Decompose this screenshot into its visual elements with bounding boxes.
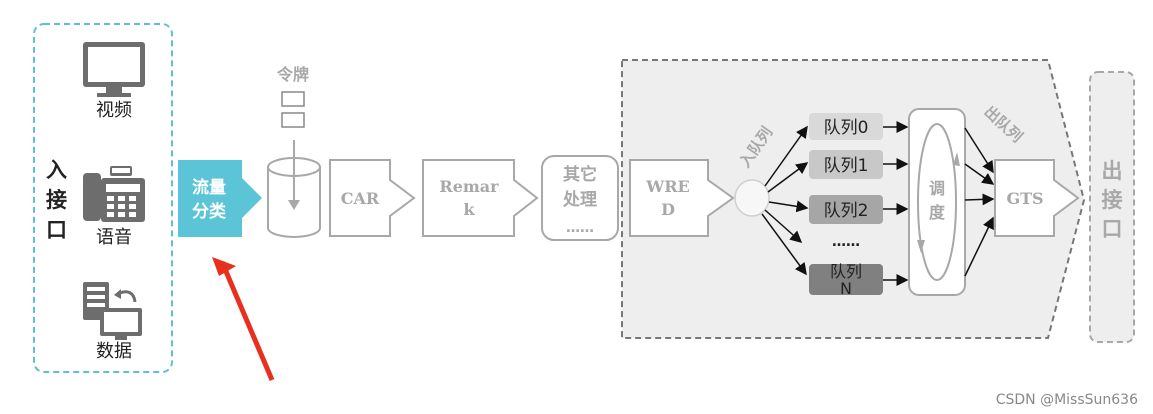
other-block	[541, 155, 619, 241]
remark-block	[422, 159, 539, 237]
queue-2-label: 队列2	[824, 201, 869, 221]
wred-block	[629, 159, 735, 237]
queue-0-label: 队列0	[824, 118, 869, 138]
queue-2	[809, 195, 883, 224]
data-label: 数据	[96, 341, 132, 362]
egress-box	[1089, 71, 1135, 343]
ingress-title: 入接口	[46, 158, 67, 242]
watermark: CSDN @MissSun636	[996, 392, 1138, 408]
scheduler-cycle	[917, 123, 957, 281]
classify-label: 流量分类	[192, 177, 227, 222]
queue-n	[809, 264, 883, 295]
scheduler-block	[908, 108, 966, 296]
gts-label: GTS	[1006, 189, 1043, 208]
queue-1	[809, 150, 883, 179]
token-box-1	[281, 91, 305, 107]
car-block	[329, 159, 416, 237]
token-bucket	[267, 140, 321, 238]
classify-block	[178, 160, 262, 237]
enqueue-node	[734, 179, 770, 217]
egress-label: 出接口	[1102, 159, 1123, 241]
voice-label: 语音	[96, 227, 132, 248]
enqueue-arrows	[761, 125, 809, 276]
queue-arrows	[883, 121, 909, 286]
phone-icon	[83, 166, 145, 222]
car-label: CAR	[341, 189, 380, 208]
queue-1-label: 队列1	[824, 156, 869, 176]
server-icon	[83, 282, 142, 340]
token-box-2	[281, 112, 305, 128]
other-label: 其它处理	[562, 164, 597, 210]
token-label: 令牌	[276, 65, 309, 84]
other-dots: ……	[566, 220, 594, 236]
red-pointer-arrow	[212, 257, 275, 381]
dequeue-arrows	[964, 127, 995, 277]
gts-block	[994, 159, 1080, 237]
monitor-icon	[83, 42, 145, 97]
queue-0	[809, 113, 883, 140]
video-label: 视频	[96, 100, 132, 121]
queue-ellipsis: ……	[832, 234, 860, 250]
ingress-box	[33, 23, 173, 373]
scheduler-label: 调度	[929, 179, 946, 222]
